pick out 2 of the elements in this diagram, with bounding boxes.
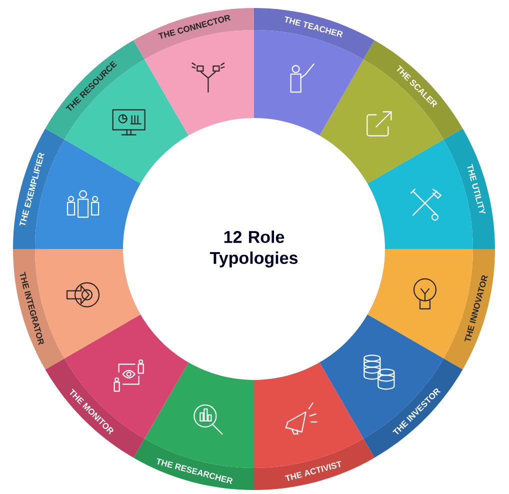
- title: 12 Role Typologies: [210, 230, 298, 268]
- ring-segment: THE UTILITY: [367, 128, 495, 249]
